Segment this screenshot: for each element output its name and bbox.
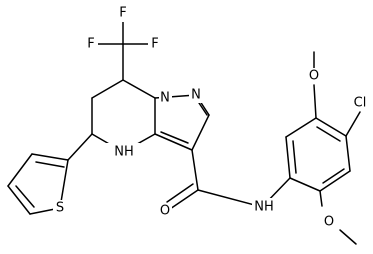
- bond-ar-c2-c3: [319, 170, 351, 192]
- bond-n2-c2-double: [198, 102, 208, 116]
- label-bg: [252, 198, 276, 216]
- bond-th-c4-c5-double: [15, 185, 35, 208]
- methoxy-oxygen-bottom-label: O: [324, 215, 334, 230]
- sulfur-label: S: [56, 201, 64, 216]
- bond-c3-c3a-double: [160, 131, 189, 144]
- bond-ar-c4-c5-double: [316, 126, 341, 142]
- bond-ar-c4-c5: [315, 117, 347, 137]
- bond-c5-thiophene: [67, 133, 93, 161]
- atom-labels: F F F N N NH S O NH O O Cl: [53, 4, 370, 230]
- bond-ar-c6-c1-double: [292, 140, 297, 174]
- nitrogen-label-1: N: [160, 91, 170, 106]
- bond-ar-c5-c6: [285, 117, 317, 138]
- bond-c3-c3a: [154, 133, 193, 151]
- amide-nh-label: NH: [254, 200, 274, 215]
- label-bg: [53, 200, 67, 216]
- bond-th-c4-c5: [7, 185, 31, 215]
- bond-th-c3-c4: [7, 153, 33, 187]
- label-bg: [350, 95, 370, 111]
- bond-ar-c3-c4: [345, 135, 351, 172]
- bond-ar-c2-o: [319, 190, 323, 207]
- bond-ar-c1-c2: [289, 177, 321, 192]
- bond-carbonyl-o: [169, 189, 199, 210]
- label-bg: [307, 68, 321, 84]
- bond-c3-carbonyl: [191, 149, 199, 191]
- label-bg: [189, 87, 203, 103]
- bond-ar-c2-c3-double: [322, 168, 345, 184]
- ring-nh-label: NH: [114, 145, 134, 160]
- bond-th-c2-c3-double: [35, 161, 65, 168]
- label-bg: [148, 35, 162, 53]
- bond-th-c2-c3: [31, 153, 69, 161]
- bond-c7-c6: [91, 79, 124, 99]
- bond-carbonyl-o-double: [166, 183, 194, 203]
- label-bg: [159, 91, 172, 107]
- bond-c2-c3: [191, 114, 210, 151]
- nitrogen-label-2: N: [191, 88, 201, 103]
- bond-ar-c5-o: [313, 84, 317, 119]
- bond-c7-n1: [122, 79, 156, 99]
- bond-obottom-methyl: [339, 229, 357, 245]
- bond-carbonyl-nh: [197, 189, 263, 208]
- fluorine-label-3: F: [119, 6, 126, 21]
- carbonyl-oxygen-label: O: [160, 204, 170, 219]
- chlorine-label: Cl: [354, 96, 367, 111]
- fluorine-label-2: F: [151, 37, 158, 52]
- label-bg: [158, 203, 172, 219]
- label-bg: [84, 35, 98, 53]
- fluorine-label-1: F: [87, 37, 94, 52]
- methoxy-oxygen-top-label: O: [309, 69, 319, 84]
- label-bg: [106, 143, 140, 161]
- label-bg: [322, 214, 336, 230]
- label-bg: [116, 4, 130, 22]
- bond-ar-c4-cl: [345, 111, 361, 137]
- bond-ar-c6-c1: [285, 136, 291, 179]
